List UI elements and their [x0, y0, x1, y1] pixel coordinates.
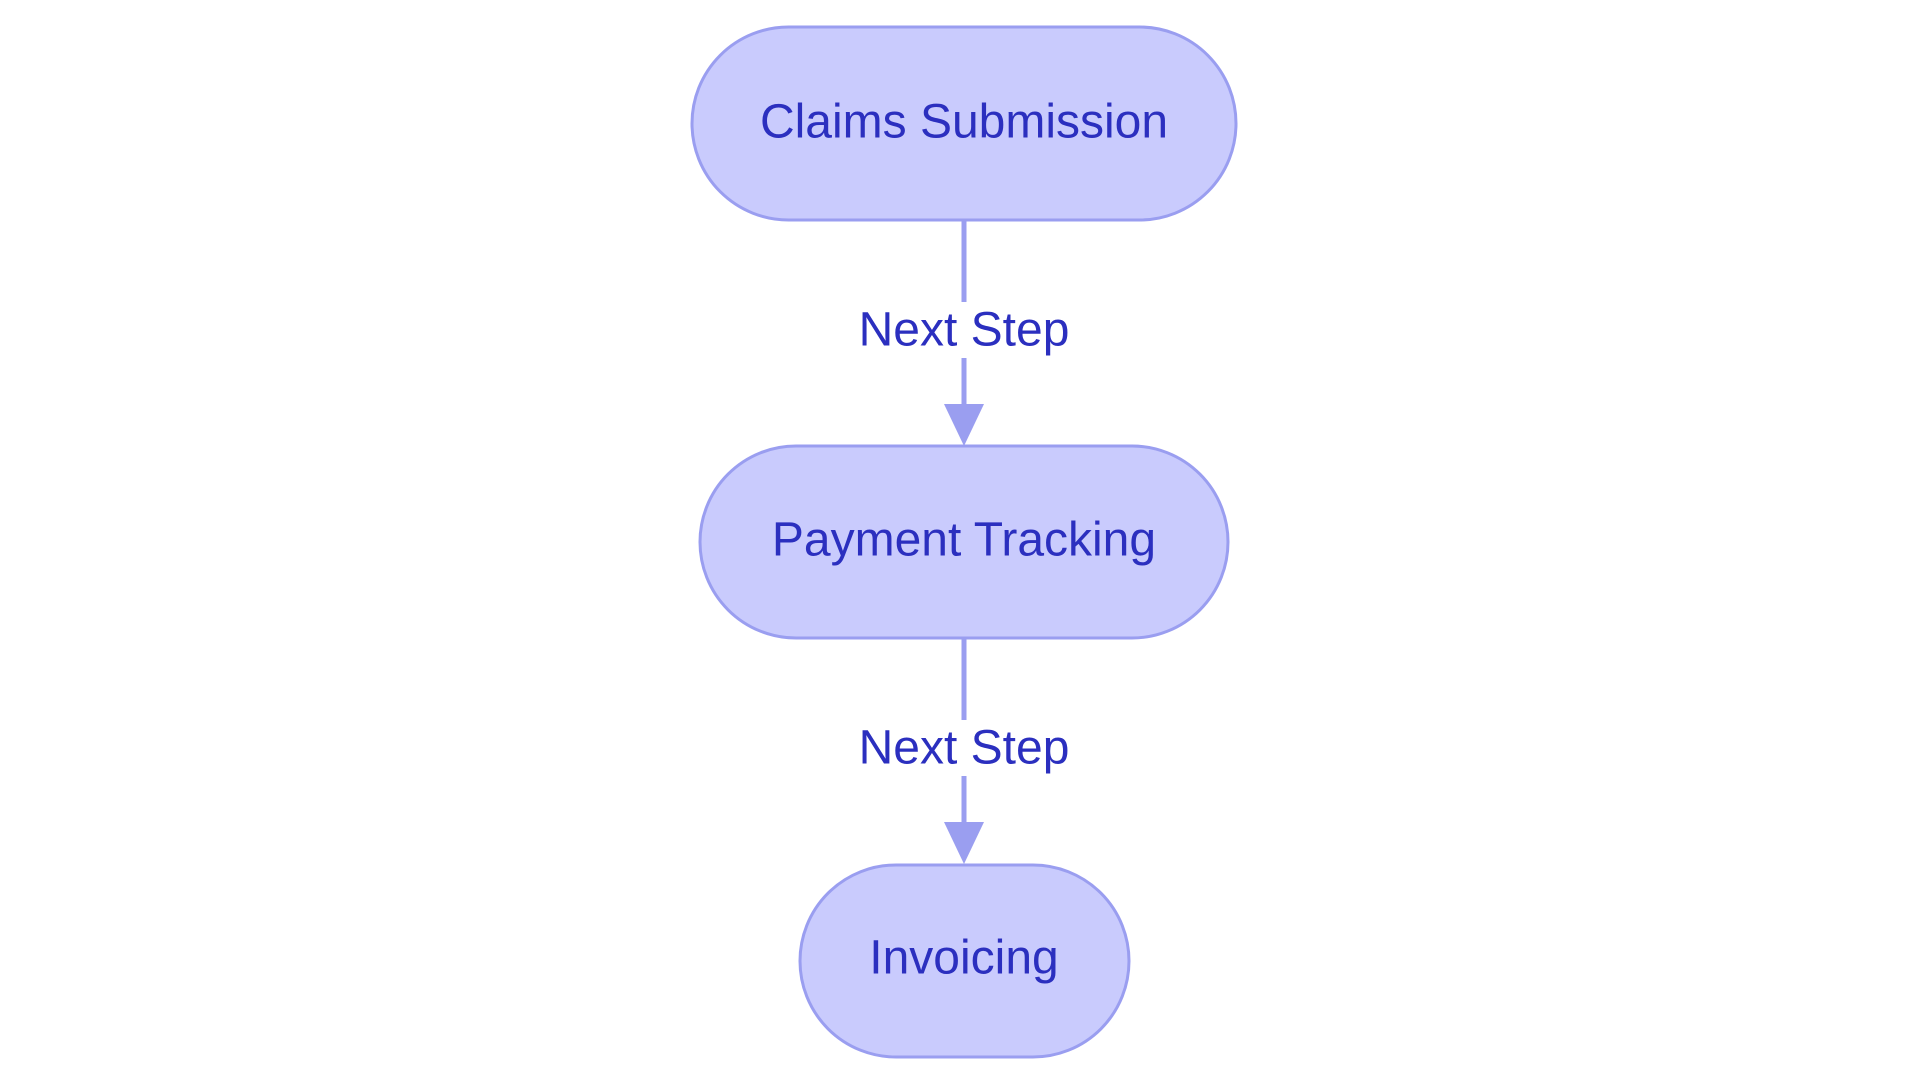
- node-shape: [690, 25, 1238, 222]
- arrowhead-icon: [944, 822, 984, 864]
- node-shape: [698, 444, 1230, 640]
- edge-label: Next Step: [859, 304, 1070, 357]
- edge-payment-to-invoicing: Next Step: [848, 638, 1080, 864]
- edge-label-background: [848, 302, 1080, 358]
- node-label: Invoicing: [869, 932, 1058, 985]
- node-invoicing[interactable]: Invoicing: [798, 863, 1131, 1059]
- node-shape: [798, 863, 1131, 1059]
- node-claims-submission[interactable]: Claims Submission: [690, 25, 1238, 222]
- node-payment-tracking[interactable]: Payment Tracking: [698, 444, 1230, 640]
- node-label: Claims Submission: [760, 96, 1168, 149]
- arrowhead-icon: [944, 404, 984, 446]
- edge-claims-to-payment: Next Step: [848, 220, 1080, 446]
- edge-label-background: [848, 720, 1080, 776]
- node-label: Payment Tracking: [772, 514, 1156, 567]
- edge-label: Next Step: [859, 722, 1070, 775]
